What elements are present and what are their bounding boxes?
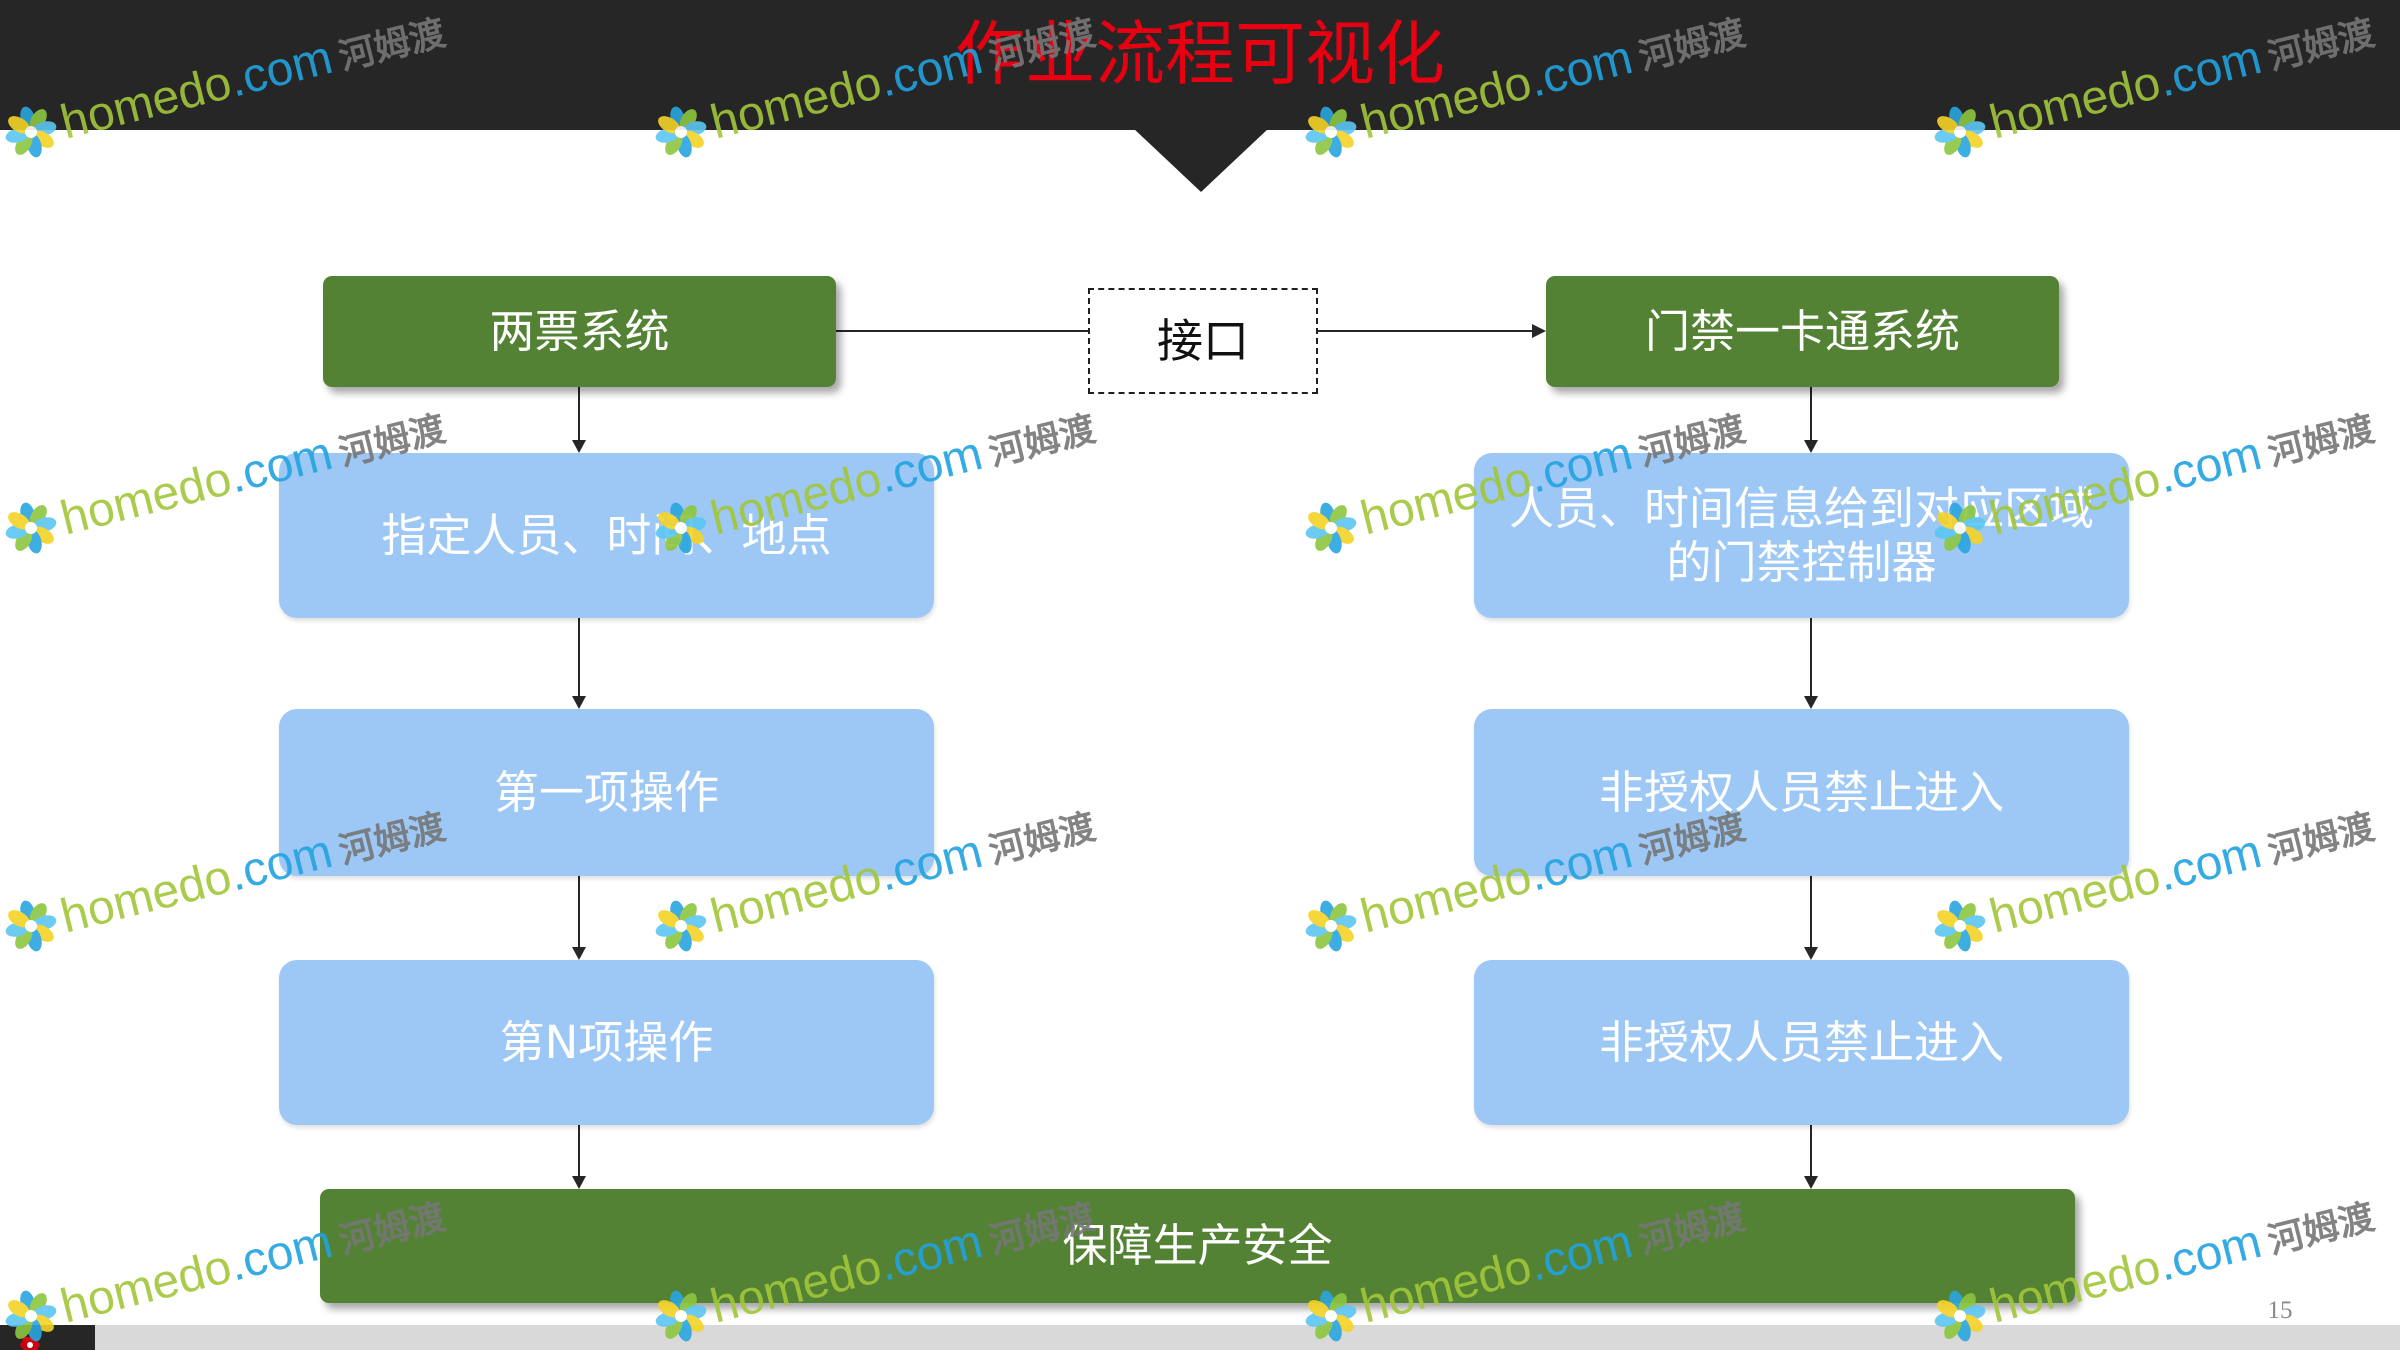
node-label-line: 的门禁控制器	[1666, 535, 1937, 589]
node-nth-operation: 第N项操作	[279, 960, 934, 1125]
node-interface: 接口	[1088, 288, 1318, 394]
footer-logo	[0, 1325, 95, 1350]
arrowhead-left-1	[572, 440, 586, 453]
arrowhead-right-1	[1804, 440, 1818, 453]
node-access-card-system: 门禁一卡通系统	[1546, 276, 2059, 387]
arrowhead-interface-to-access-system	[1532, 324, 1546, 338]
node-unauthorized-entry-blocked-2: 非授权人员禁止进入	[1474, 960, 2129, 1125]
node-label: 指定人员、时间、地点	[381, 508, 832, 562]
header-bar	[0, 0, 2400, 130]
node-ensure-production-safety: 保障生产安全	[320, 1189, 2075, 1303]
node-label: 两票系统	[489, 304, 670, 358]
header-pointer-triangle	[1133, 128, 1269, 192]
node-label-line: 人员、时间信息给到对应区域	[1508, 481, 2094, 535]
node-label: 保障生产安全	[1062, 1219, 1333, 1272]
node-send-info-to-door-controller: 人员、时间信息给到对应区域 的门禁控制器	[1474, 453, 2129, 618]
node-unauthorized-entry-blocked-1: 非授权人员禁止进入	[1474, 709, 2129, 876]
arrowhead-left-3	[572, 947, 586, 960]
corner-logo-icon	[20, 1335, 40, 1350]
arrowhead-right-2	[1804, 696, 1818, 709]
node-first-operation: 第一项操作	[279, 709, 934, 876]
arrowhead-right-4	[1804, 1176, 1818, 1189]
node-label: 第N项操作	[499, 1015, 714, 1069]
node-label: 第一项操作	[493, 765, 719, 819]
arrowhead-left-4	[572, 1176, 586, 1189]
node-label: 非授权人员禁止进入	[1598, 1015, 2004, 1069]
footer-strip	[0, 1325, 2400, 1350]
arrowhead-left-2	[572, 696, 586, 709]
page-number: 15	[2267, 1297, 2293, 1324]
node-label: 非授权人员禁止进入	[1598, 765, 2004, 819]
node-assign-personnel-time-place: 指定人员、时间、地点	[279, 453, 934, 618]
node-two-tickets-system: 两票系统	[323, 276, 836, 387]
slide-title: 作业流程可视化	[955, 13, 1445, 95]
header-pointer	[1133, 128, 1269, 192]
node-label-stack: 人员、时间信息给到对应区域 的门禁控制器	[1509, 482, 2094, 590]
arrowhead-right-3	[1804, 947, 1818, 960]
node-label: 门禁一卡通系统	[1644, 304, 1960, 358]
node-label: 接口	[1157, 314, 1249, 368]
